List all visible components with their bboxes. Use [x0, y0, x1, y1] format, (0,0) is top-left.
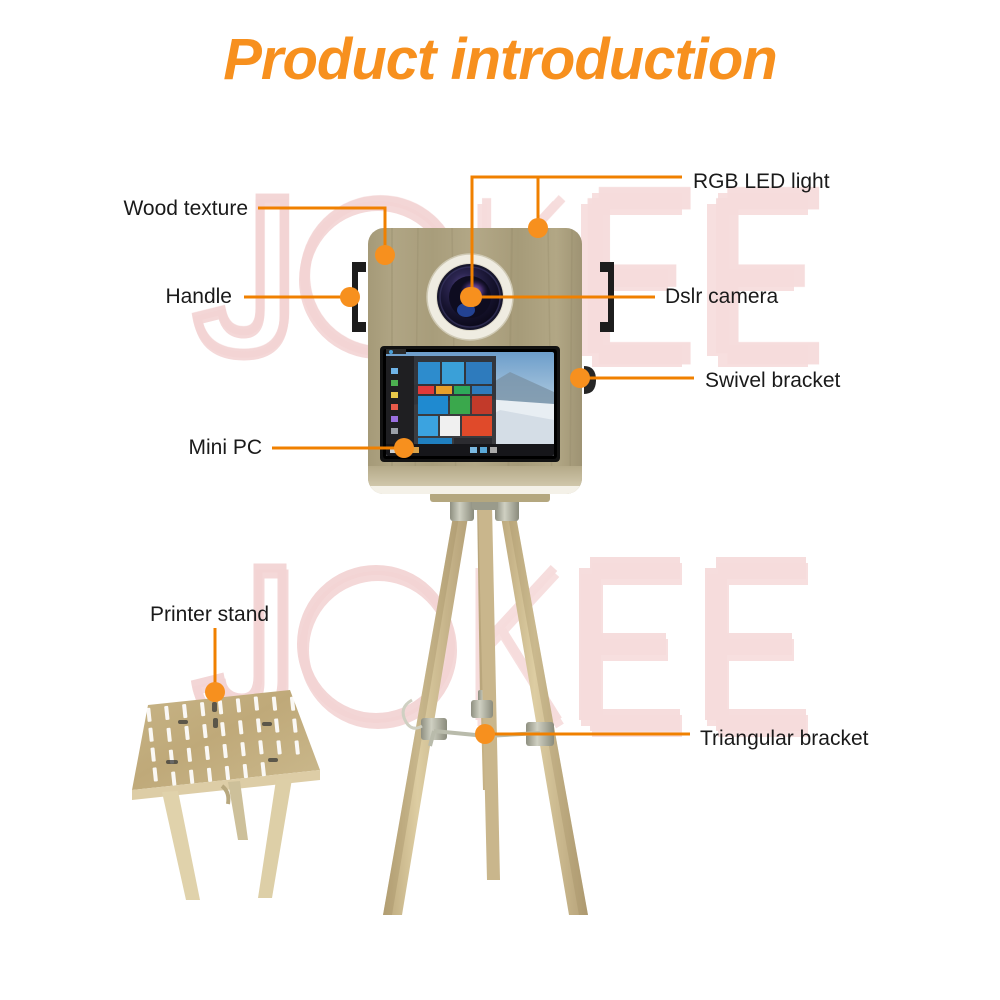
callout-label-printer-stand: Printer stand	[150, 603, 270, 626]
screen-content	[386, 352, 554, 456]
callout-label-mini-pc: Mini PC	[188, 436, 262, 459]
callout-label-rgb-led-light: RGB LED light	[693, 170, 830, 193]
callout-label-dslr-camera: Dslr camera	[665, 285, 779, 308]
callout-label-wood-texture: Wood texture	[123, 197, 248, 220]
dot-mini-pc	[394, 438, 414, 458]
page-title: Product introduction	[223, 27, 778, 92]
callout-label-handle: Handle	[165, 285, 232, 308]
dot-swivel-bracket	[570, 368, 590, 388]
callout-label-triangular-bracket: Triangular bracket	[700, 727, 869, 750]
callout-label-swivel-bracket: Swivel bracket	[705, 369, 841, 392]
